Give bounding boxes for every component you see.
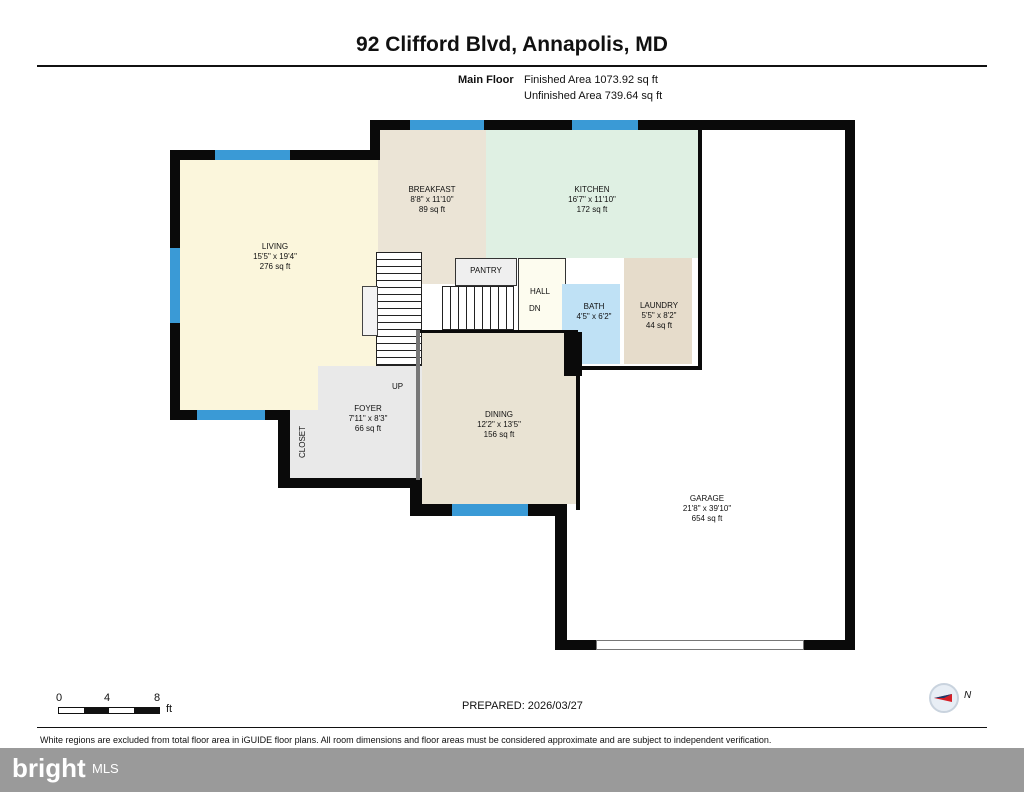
brand-strip: bright MLS <box>0 748 1024 792</box>
unfinished-area: Unfinished Area 739.64 sq ft <box>524 90 663 102</box>
scale-tick-8: 8 <box>154 692 161 704</box>
title-rule <box>37 65 987 67</box>
window <box>452 504 528 516</box>
wall <box>555 504 567 650</box>
label-closet: CLOSET <box>298 425 307 458</box>
room-closet <box>290 410 318 478</box>
window <box>572 120 638 130</box>
wall <box>370 120 380 160</box>
wall <box>564 332 582 376</box>
room-pantry <box>455 258 517 286</box>
wall <box>278 410 290 488</box>
room-kitchen <box>486 130 698 258</box>
window <box>170 248 180 323</box>
stair-down <box>442 286 514 330</box>
compass-icon <box>928 682 960 714</box>
wall <box>698 130 702 370</box>
scale-tick-4: 4 <box>104 692 111 704</box>
stair-up-label: UP <box>392 382 404 391</box>
scale-unit: ft <box>166 703 173 715</box>
stair-down-label: DN <box>529 304 541 313</box>
wall <box>576 366 702 370</box>
plan-title: 92 Clifford Blvd, Annapolis, MD <box>356 33 668 56</box>
stair-landing <box>362 286 378 336</box>
brand-logo: bright <box>12 753 86 783</box>
disclaimer-text: White regions are excluded from total fl… <box>40 735 772 745</box>
wall <box>418 330 578 333</box>
footer-rule <box>37 727 987 728</box>
finished-area: Finished Area 1073.92 sq ft <box>524 74 658 86</box>
wall <box>576 370 580 510</box>
stair-up <box>376 252 422 366</box>
room-foyer <box>318 366 422 478</box>
label-pantry: PANTRY <box>470 266 502 275</box>
floor-label: Main Floor <box>458 74 514 86</box>
window <box>215 150 290 160</box>
scale-tick-0: 0 <box>56 692 63 704</box>
scale-bar <box>58 707 160 714</box>
wall <box>845 120 855 650</box>
compass-north-label: N <box>964 690 972 701</box>
window <box>197 410 265 420</box>
label-hall: HALL <box>529 287 551 296</box>
garage-door <box>596 640 804 650</box>
window <box>410 120 484 130</box>
brand-suffix: MLS <box>92 761 119 776</box>
prepared-date: PREPARED: 2026/03/27 <box>462 700 583 712</box>
room-laundry <box>624 258 692 364</box>
wall <box>416 330 420 480</box>
room-dining <box>422 332 578 504</box>
wall <box>278 478 422 488</box>
